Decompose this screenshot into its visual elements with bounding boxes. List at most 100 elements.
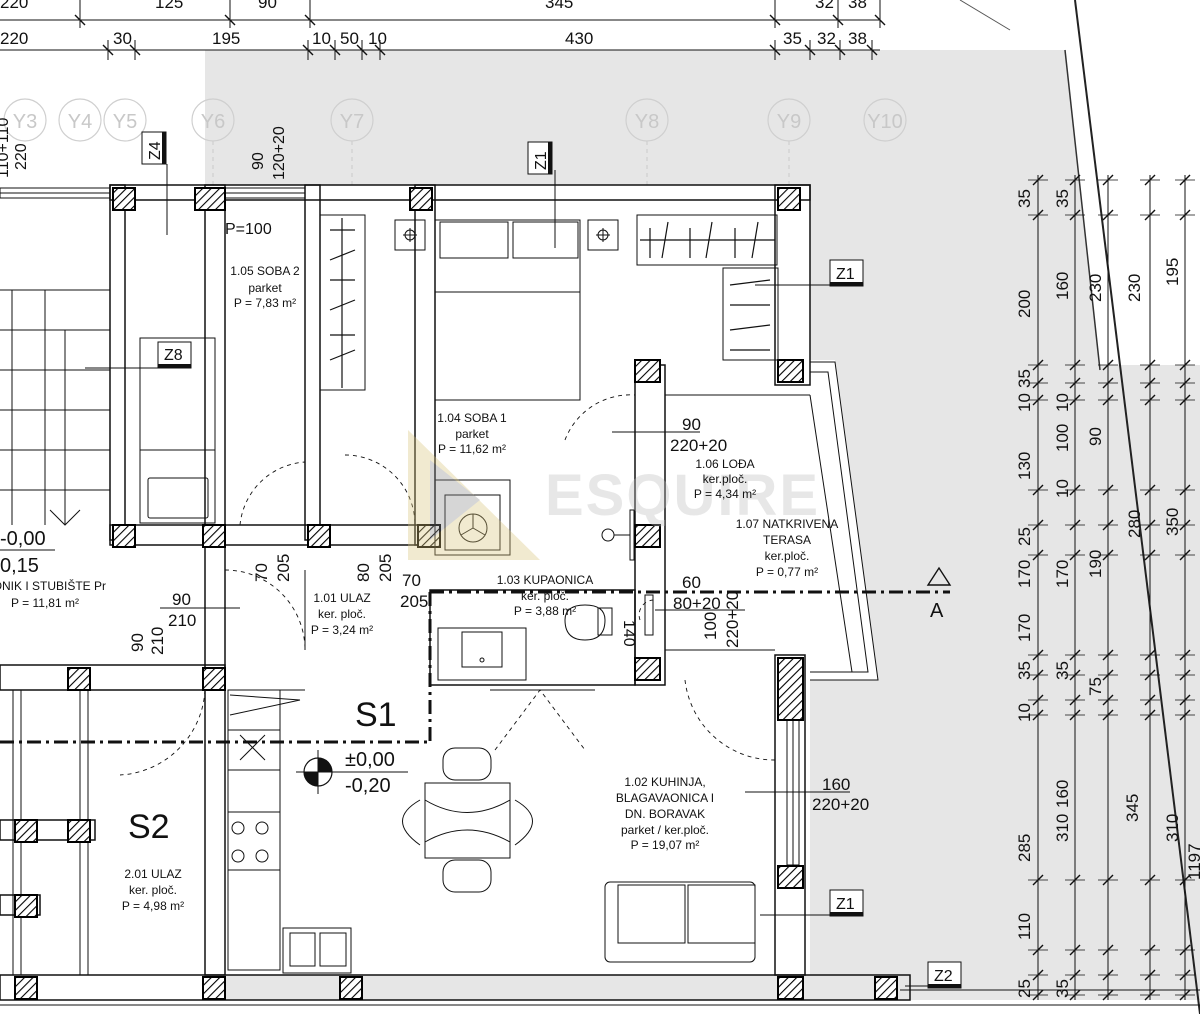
section-mark-label: A: [930, 600, 944, 622]
dim-label: 230: [1125, 274, 1144, 302]
door-leaves: [160, 395, 850, 793]
axis-label: Y10: [867, 111, 903, 133]
plot-line: [959, 0, 1011, 31]
opening-width: 100: [701, 612, 720, 640]
opening-height: 205: [376, 554, 395, 582]
wardrobe: [319, 214, 779, 391]
dim-label: 220: [13, 143, 30, 170]
dim-label: 195: [1163, 258, 1182, 286]
room-name: 1.02 KUHINJA,: [624, 775, 705, 789]
dim-label: 220: [0, 29, 28, 48]
sofa: [604, 881, 756, 963]
bathroom-fixtures: [434, 479, 654, 681]
dim-label: 35: [1015, 189, 1034, 208]
zone-label-s2: S2: [128, 808, 170, 846]
dim-label: 110+110: [0, 118, 12, 178]
dim-label: 310: [1163, 814, 1182, 842]
plot-boundary-line: [1074, 0, 1200, 1014]
room-name: 2.01 ULAZ: [124, 867, 181, 881]
terrace-parapet: [664, 361, 879, 681]
room-area: P = 11,81 m²: [11, 596, 79, 610]
dim-label: 35: [1015, 661, 1034, 680]
level-value: -0,20: [345, 775, 391, 797]
room-name: 1.03 KUPAONICA: [497, 573, 593, 587]
plot-boundary-line: [1064, 49, 1101, 371]
room-area: P = 4,34 m²: [694, 487, 756, 501]
opening-width: 80: [354, 563, 373, 582]
wardrobe-hangers: [329, 218, 775, 388]
section-tag-z1-bottom: Z1: [829, 889, 864, 917]
axis-label: Y8: [635, 111, 659, 133]
kitchen-units: [227, 689, 352, 974]
section-arrow: [926, 566, 952, 586]
axis-label: Y4: [68, 111, 92, 133]
room-2-01: 2.01 ULAZ ker. ploč. P = 4,98 m²: [122, 867, 184, 913]
top-dimension-chains: [0, 0, 881, 60]
dim-label: 10: [1053, 393, 1072, 412]
level-value: ±0,00: [345, 749, 395, 771]
grid-axis-labels: Y3 Y4 Y5 Y6 Y7 Y8 Y9 Y10: [13, 111, 903, 133]
room-1-04: 1.04 SOBA 1 parket P = 11,62 m²: [437, 411, 507, 456]
top-dimension-ticks: [74, 14, 886, 56]
opening-width: 90: [682, 415, 701, 434]
room-name: 1.01 ULAZ: [313, 591, 370, 605]
opening-height: 220+20: [723, 591, 742, 648]
dim-label: 75: [1086, 677, 1105, 696]
room-area: P = 11,62 m²: [438, 442, 506, 456]
dim-label: 100: [1053, 424, 1072, 452]
dim-label: 190: [1086, 550, 1105, 578]
opening-width: 60: [682, 573, 701, 592]
dim-label: 25: [1015, 979, 1034, 998]
room-1-07: 1.07 NATKRIVENA TERASA ker.ploč. P = 0,7…: [736, 517, 838, 579]
dim-label: 350: [1163, 508, 1182, 536]
room-area: P = 19,07 m²: [631, 838, 700, 852]
opening-height: 205: [274, 554, 293, 582]
right-dims-col3: 230 90 190 75 345: [1086, 274, 1142, 822]
dim-label: 285: [1015, 834, 1034, 862]
room-name: TERASA: [763, 533, 811, 547]
dim-label: 10: [1015, 703, 1034, 722]
axis-label: Y7: [340, 111, 364, 133]
room-name: 1.07 NATKRIVENA: [736, 517, 838, 531]
opening-width: 160: [822, 775, 850, 794]
stairs: [0, 289, 110, 526]
room-name: 1.06 LOĐA: [695, 457, 754, 471]
axis-label: Y9: [777, 111, 801, 133]
dim-label: 38: [848, 29, 867, 48]
dim-label: 170: [1015, 560, 1034, 588]
section-tag-z1-right: Z1: [829, 259, 864, 287]
dim-label: 110: [1015, 913, 1034, 940]
room-area: P = 3,88 m²: [514, 604, 576, 618]
dim-label: 1197: [1185, 843, 1200, 880]
axis-label: Y5: [113, 111, 137, 133]
level-symbol: [296, 750, 408, 794]
dim-label: 38: [848, 0, 867, 12]
opening-width: 90: [128, 633, 147, 652]
room-1-06: 1.06 LOĐA ker.ploč. P = 4,34 m²: [694, 457, 756, 501]
dim-label: 10: [368, 29, 387, 48]
right-dimension-ticks: [1028, 174, 1195, 1001]
dim-label: 32: [815, 0, 834, 12]
section-tag-z2: Z2: [905, 961, 962, 989]
tag-label: Z2: [934, 968, 953, 985]
opening-height: 220+20: [670, 436, 727, 455]
dim-label: 32: [817, 29, 836, 48]
level-value: -0,00: [0, 528, 46, 550]
right-dims-col5: 195 350 1197: [1163, 258, 1200, 880]
section-tag-z1-top: Z1: [527, 141, 553, 175]
opening-height: 210: [168, 611, 196, 630]
watermark-text: ESQUIRE: [545, 463, 820, 528]
opening-height: 220+20: [812, 795, 869, 814]
dim-label: 120+20: [271, 126, 288, 180]
axis-label: Y6: [201, 111, 225, 133]
dim-label: 90: [250, 152, 267, 170]
dim-label: 35: [1015, 369, 1034, 388]
dim-label: 50: [340, 29, 359, 48]
single-bed: [139, 337, 216, 524]
dim-label: 160: [1053, 780, 1072, 808]
dim-label: 345: [1123, 794, 1142, 822]
room-name: DN. BORAVAK: [625, 807, 705, 821]
room-floor: parket / ker.ploč.: [621, 823, 709, 837]
section-tag-z8: Z8: [157, 341, 192, 369]
